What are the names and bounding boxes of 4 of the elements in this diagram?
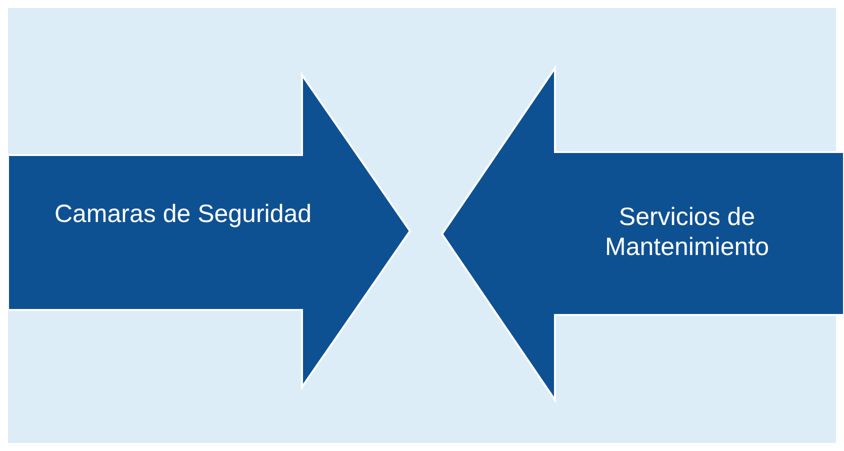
right-arrow-shape <box>8 75 410 387</box>
arrow-label: Servicios de Mantenimiento <box>604 202 770 262</box>
left-arrow-shape <box>442 68 844 400</box>
arrow-label: Camaras de Seguridad <box>53 199 313 229</box>
